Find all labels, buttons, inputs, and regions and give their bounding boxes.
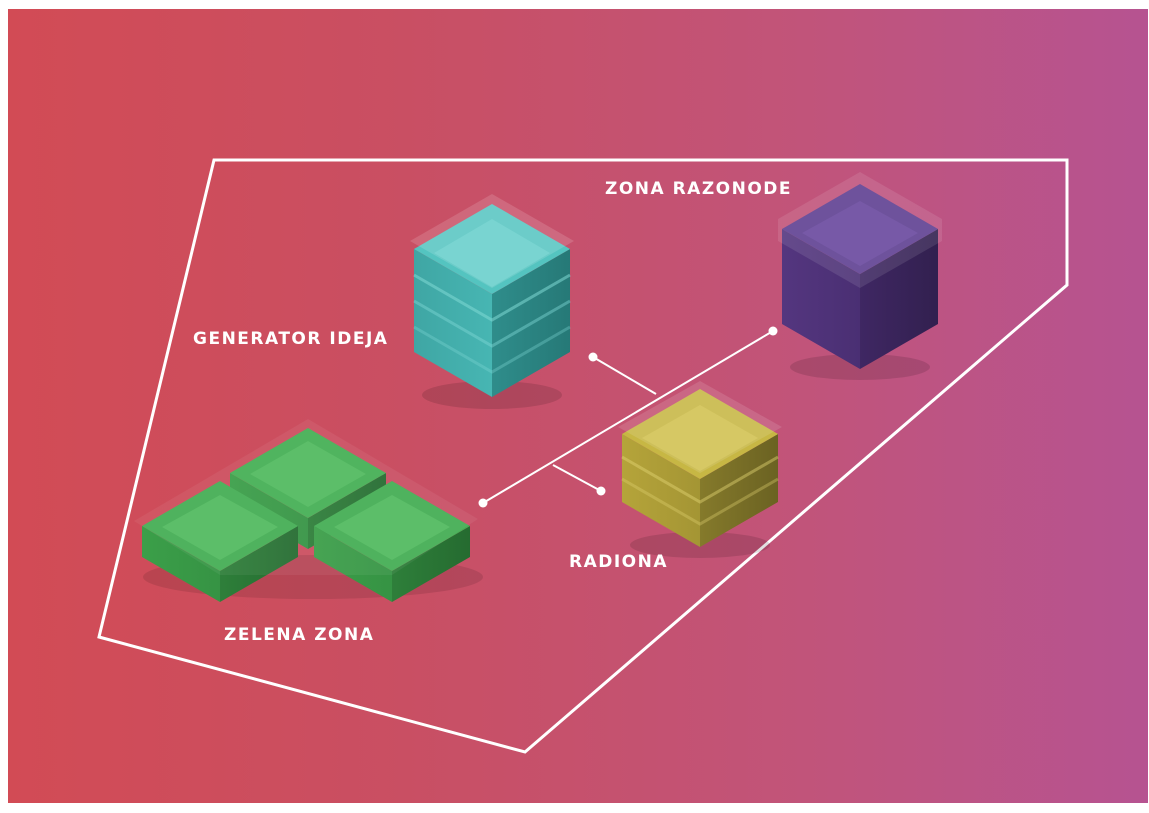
connection-razonode-zelena [482, 330, 774, 504]
zelena-zona-block [134, 419, 483, 602]
zona-razonode-label: ZONA RAZONODE [605, 179, 793, 199]
zona-razonode-block [778, 172, 942, 380]
generator-ideja-label: GENERATOR IDEJA [193, 329, 389, 349]
radiona-label: RADIONA [569, 552, 669, 572]
area-outline [97, 158, 1069, 754]
zelena-tile-left [142, 526, 220, 602]
connection-dot [588, 352, 598, 362]
radiona-block [618, 381, 782, 558]
connection-dot [768, 326, 778, 336]
diagram-canvas: ZONA RAZONODE GENERATOR IDEJA RADIONA ZE… [8, 9, 1148, 803]
zelena-tile-right [314, 526, 392, 602]
connection-generator-radiona [592, 356, 657, 395]
connection-dot [478, 498, 488, 508]
connections [478, 326, 778, 508]
generator-ideja-block [410, 194, 574, 409]
zones-diagram [97, 158, 1069, 754]
zelena-zona-label: ZELENA ZONA [224, 625, 375, 645]
connection-dot [596, 486, 606, 496]
connection-radiona-zelena [552, 464, 602, 492]
